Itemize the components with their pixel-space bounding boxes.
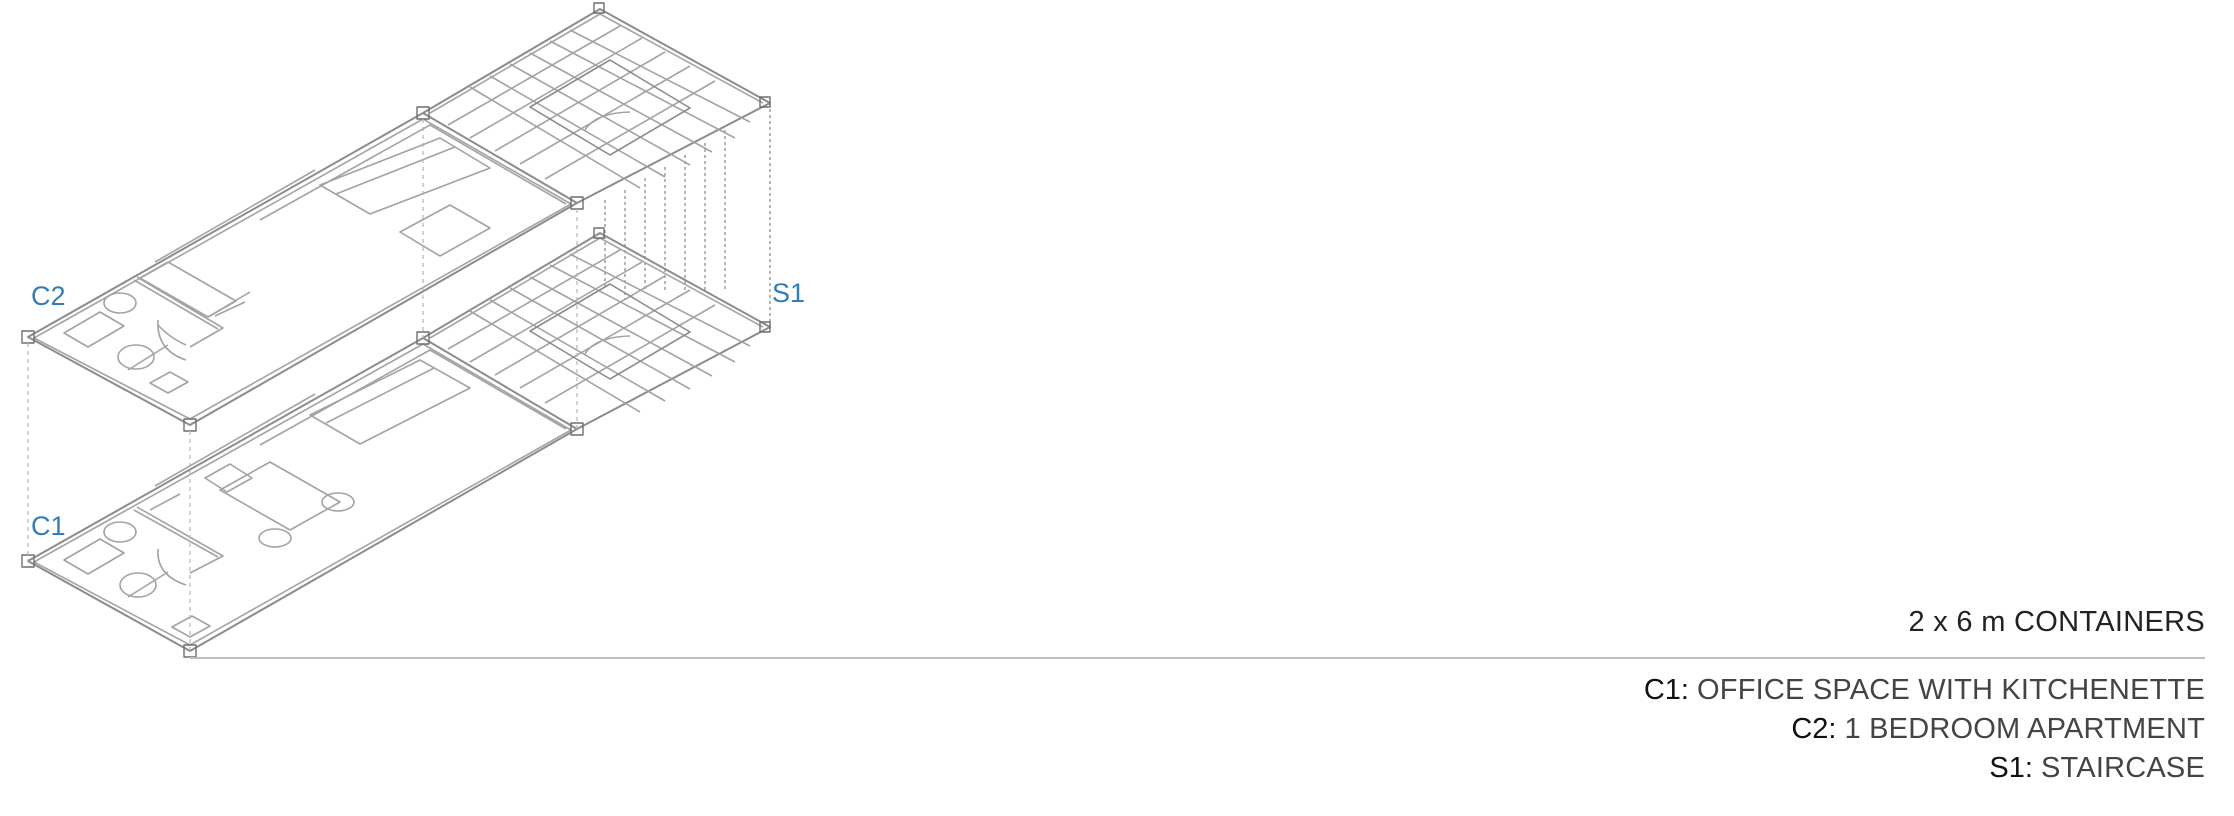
legend-item-s1: S1: STAIRCASE	[1644, 749, 2205, 788]
corner-posts	[21, 2, 771, 658]
legend-item-c1: C1: OFFICE SPACE WITH KITCHENETTE	[1644, 671, 2205, 710]
legend-divider	[190, 657, 2205, 659]
staircase-s1-upper	[422, 8, 771, 327]
legend-list: C1: OFFICE SPACE WITH KITCHENETTE C2: 1 …	[1644, 671, 2205, 788]
label-c2: C2	[31, 281, 66, 311]
legend-desc: OFFICE SPACE WITH KITCHENETTE	[1697, 674, 2205, 706]
legend-item-c2: C2: 1 BEDROOM APARTMENT	[1644, 710, 2205, 749]
legend-code: C2:	[1791, 713, 1837, 745]
label-c1: C1	[31, 511, 66, 541]
legend-desc: 1 BEDROOM APARTMENT	[1844, 713, 2205, 745]
legend-code: S1:	[1989, 752, 2033, 784]
legend-title: 2 x 6 m CONTAINERS	[1908, 606, 2205, 638]
container-c2	[27, 112, 578, 426]
legend-desc: STAIRCASE	[2040, 752, 2205, 784]
container-c1	[27, 337, 578, 652]
legend-code: C1:	[1643, 674, 1689, 706]
label-s1: S1	[772, 278, 805, 308]
